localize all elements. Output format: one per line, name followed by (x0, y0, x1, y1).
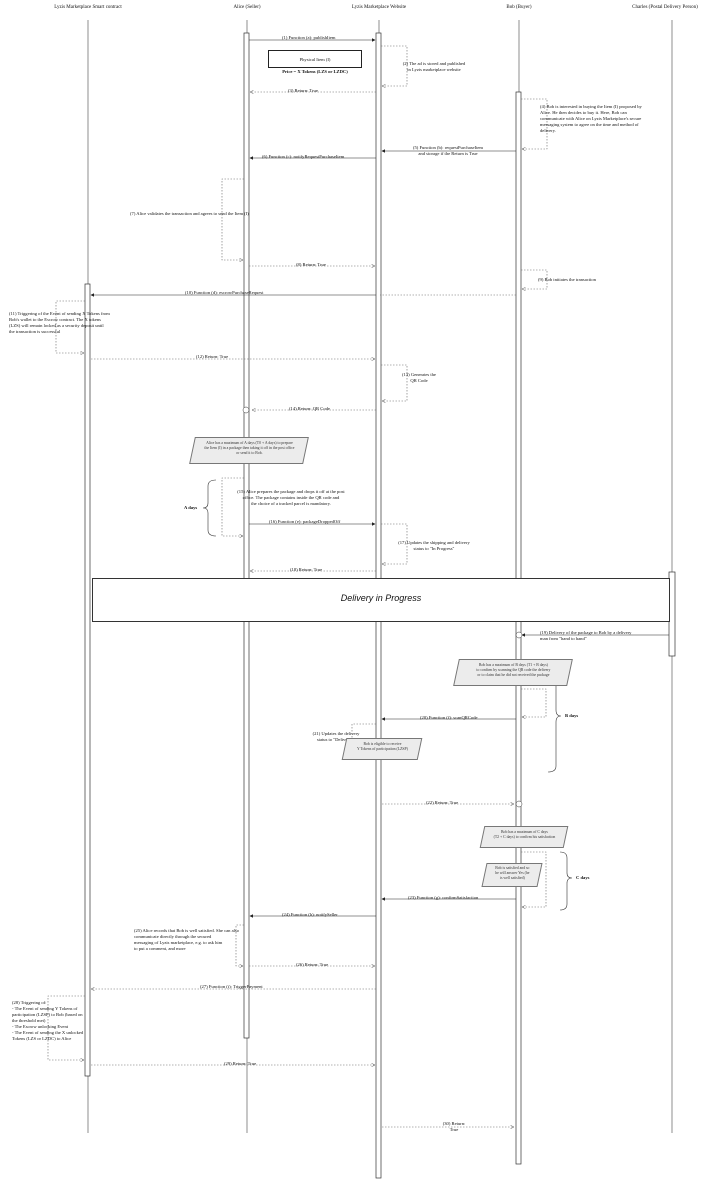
loop-28 (47, 995, 85, 1060)
note-y-tokens: Bob is eligible to receive Y Tokens of p… (341, 738, 423, 760)
loop-c (521, 851, 547, 907)
note-bob-satisfied: Bob is satisfied and so he will answer Y… (481, 863, 543, 887)
msg-6: (6) Function (c): notifyRequestPurchaseI… (262, 154, 345, 159)
brace-c (559, 851, 573, 911)
msg-28: (28) Triggering of: - The Event of sendi… (12, 1000, 84, 1041)
physical-item-price: Price = X Tokens (LZS or LZDC) (282, 68, 348, 74)
msg-9: (9) Bob initiates the transaction (538, 277, 596, 282)
participant-bob: Bob (Buyer) (506, 5, 532, 10)
participant-website: Lyzis Marketplace Website (351, 5, 407, 10)
msg-13: (13) Generates the QR Code (402, 372, 436, 383)
msg-29: (29) Return: True (224, 1061, 257, 1066)
msg-21: (21) Updates the delivery status to "Del… (312, 731, 360, 742)
clock-icon (515, 800, 523, 808)
msg-5: (5) Function (b): requestPurchaseItem an… (412, 145, 484, 156)
loop-9 (521, 269, 548, 289)
clock-icon (242, 406, 250, 414)
msg-25: (25) Alice records that Bob is well sati… (134, 928, 239, 951)
note-alice-a-days: Alice has a maximum of A days (T0 + A da… (189, 437, 309, 464)
msg-14: (14) Return: QR Code (289, 406, 330, 411)
msg-27: (27) Function (i): TriggerPayment (200, 984, 263, 989)
loop-b (521, 688, 547, 717)
msg-4: (4) Bob is interested in buying the Item… (540, 104, 642, 133)
physical-item-title: Physical Item (I) (299, 56, 331, 62)
delivery-in-progress-band: Delivery in Progress (92, 578, 670, 622)
loop-4 (521, 98, 548, 149)
loop-15 (221, 477, 244, 536)
duration-b-label: B days (565, 713, 579, 718)
msg-24: (24) Function (h): notifySeller (282, 912, 338, 917)
msg-11: (11) Triggering of the Event of sending … (9, 311, 110, 334)
msg-2: (2) The ad is stored and published in Ly… (402, 61, 466, 72)
loop-25 (235, 924, 244, 966)
activation-alice (243, 32, 250, 1039)
note-bob-c-days: Bob has a maximum of C days (T2 + C days… (479, 826, 569, 848)
msg-23: (23) Function (g): confirmSatisfaction (408, 895, 479, 900)
loop-13 (381, 364, 408, 401)
loop-7 (221, 178, 244, 260)
msg-8: (8) Return: True (296, 262, 326, 267)
delivery-band-label: Delivery in Progress (340, 593, 422, 603)
note-bob-b-days: Bob has a maximum of B days (T1 + B days… (453, 659, 573, 686)
participant-charles: Charles (Postal Delivery Person) (632, 5, 698, 10)
msg-12: (12) Return: True (196, 354, 229, 359)
activation-bob (515, 91, 522, 1165)
msg-26: (26) Return: True (296, 962, 329, 967)
duration-c-label: C days (576, 875, 590, 880)
msg-15: (15) Alice prepares the package and drop… (237, 489, 345, 506)
msg-20: (20) Function (f): scanQRCode (420, 715, 478, 720)
physical-item-box: Physical Item (I) Price = X Tokens (LZS … (268, 50, 362, 74)
loop-11 (55, 300, 85, 353)
msg-18: (18) Return: True (290, 567, 323, 572)
duration-a-label: A days (184, 505, 198, 510)
msg-16: (16) Function (e): packageDroppedOff (269, 519, 341, 524)
msg-10: (10) Function (d): escrowPurchaseRequest (185, 290, 264, 295)
loop-17 (381, 523, 408, 564)
msg-19: (19) Delivery of the package to Bob by a… (540, 630, 632, 641)
msg-17: (17) Updates the shipping and delivery s… (398, 540, 470, 551)
participant-alice: Alice (Seller) (233, 5, 261, 10)
participant-smart-contract: Lyzis Marketplace Smart contract (54, 5, 122, 10)
activation-smart-contract (84, 283, 91, 1077)
msg-3: (3) Return: True (288, 88, 318, 93)
msg-22: (22) Return: True (426, 800, 459, 805)
msg-1: (1) Function (a): publishItem (282, 35, 336, 40)
clock-icon (515, 631, 523, 639)
msg-30: (30) Return: True (442, 1121, 466, 1132)
msg-7: (7) Alice validates the transaction and … (130, 211, 249, 216)
loop-2 (381, 45, 408, 86)
brace-a (202, 479, 217, 537)
